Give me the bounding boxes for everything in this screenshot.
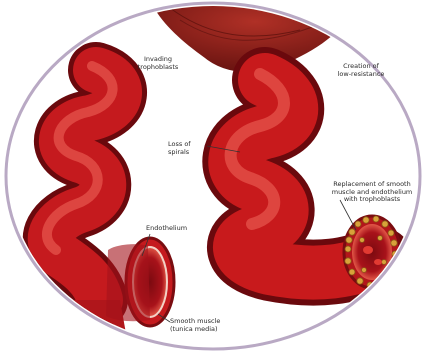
label-smooth-muscle: Smooth muscle (tunica media) [170, 318, 230, 333]
label-invading-trophoblasts: Invading trophoblasts [128, 56, 188, 71]
label-endothelium: Endothelium [146, 225, 196, 233]
label-loss-of-spirals: Loss of spirals [168, 141, 208, 156]
label-replacement-smooth-muscle: Replacement of smooth muscle and endothe… [326, 181, 418, 204]
label-creation-low-resistance: Creation of low-resistance [326, 63, 396, 78]
